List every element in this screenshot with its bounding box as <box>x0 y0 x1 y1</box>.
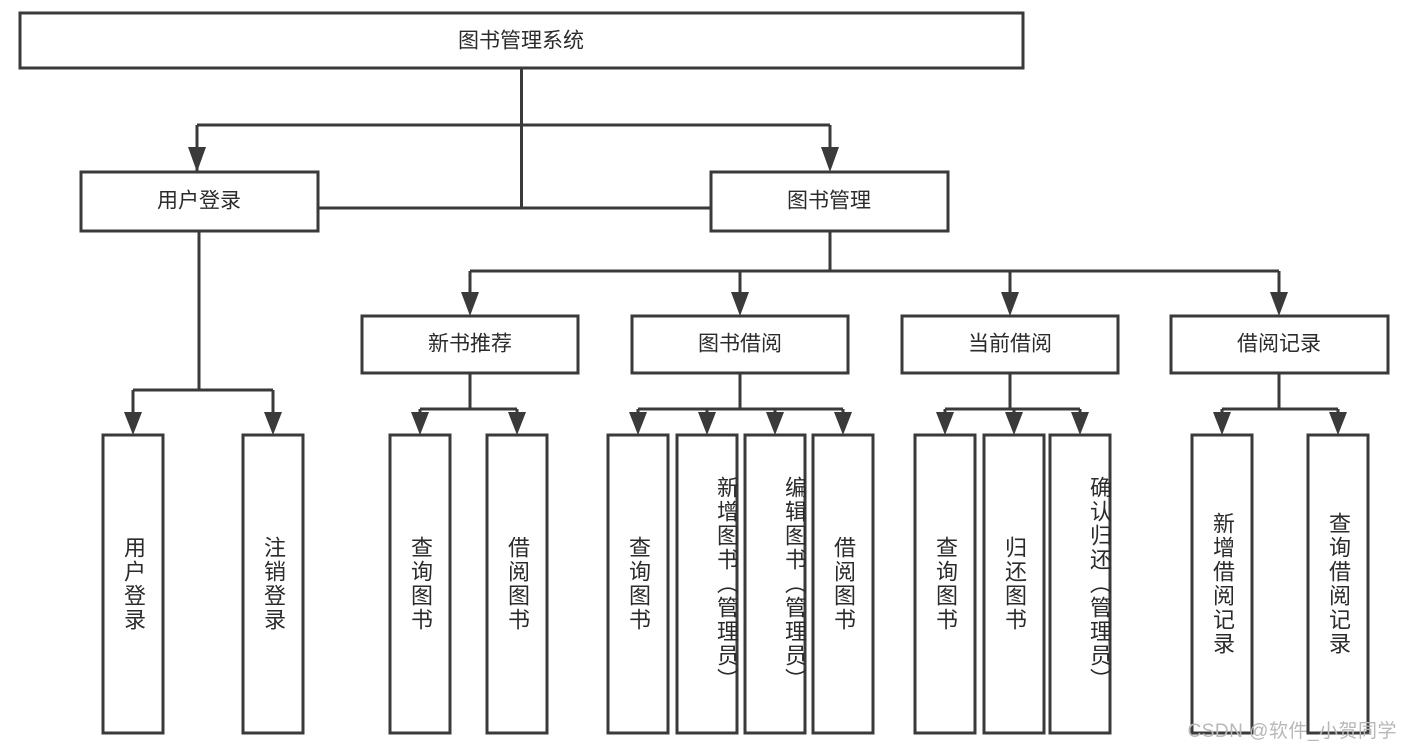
arrow-to-new-book-recommend <box>461 292 479 316</box>
arrow-to-leaf-borrow-book-1 <box>508 412 526 435</box>
arrow-to-borrow-record <box>1270 292 1288 316</box>
arrow-to-user-login <box>188 147 206 172</box>
arrow-to-leaf-user-logout <box>264 412 282 435</box>
label-book-borrow: 图书借阅 <box>698 333 782 356</box>
node-box-root[interactable] <box>18 11 1025 70</box>
node-box-leaf-edit-book[interactable] <box>743 433 807 735</box>
label-user-login: 用户登录 <box>157 190 241 213</box>
node-box-leaf-user-logout[interactable] <box>241 433 305 735</box>
node-box-new-book-recommend[interactable] <box>360 314 580 375</box>
connectors-new-book-recommend-leaves <box>411 373 526 435</box>
arrow-to-leaf-borrow-book-2 <box>834 412 852 435</box>
node-box-leaf-add-record[interactable] <box>1190 433 1254 735</box>
arrow-to-leaf-user-login <box>124 412 142 435</box>
node-box-leaf-query-record[interactable] <box>1306 433 1370 735</box>
arrow-to-leaf-add-record <box>1213 412 1231 435</box>
label-current-borrow: 当前借阅 <box>968 333 1052 356</box>
connectors-book-manage <box>461 231 1288 316</box>
node-box-leaf-borrow-book-1[interactable] <box>485 433 549 735</box>
arrow-to-leaf-add-book <box>698 412 716 435</box>
arrow-to-leaf-query-record <box>1329 412 1347 435</box>
connector-book-borrow-branch <box>636 373 845 415</box>
arrow-to-leaf-edit-book <box>766 412 784 435</box>
connector-user-login-branch <box>131 231 275 412</box>
csdn-watermark: CSDN @软件_小贺同学 <box>1187 721 1397 742</box>
arrow-to-book-borrow <box>731 292 749 316</box>
connector-new-book-branch <box>418 373 519 415</box>
arrow-to-leaf-query-book-3 <box>936 412 954 435</box>
label-new-book-recommend: 新书推荐 <box>428 333 512 356</box>
node-box-leaf-add-book[interactable] <box>675 433 739 735</box>
node-box-leaf-borrow-book-2[interactable] <box>811 433 875 735</box>
connector-book-manage-branch <box>468 231 1281 292</box>
arrow-to-leaf-query-book-1 <box>411 412 429 435</box>
arrow-to-leaf-return-book <box>1005 412 1023 435</box>
arrow-to-book-manage <box>821 147 839 172</box>
node-box-leaf-confirm-return[interactable] <box>1048 433 1112 735</box>
arrow-to-leaf-query-book-2 <box>629 412 647 435</box>
label-root: 图书管理系统 <box>458 30 584 53</box>
node-box-leaf-return-book[interactable] <box>982 433 1046 735</box>
arrow-to-current-borrow <box>1001 292 1019 316</box>
connector-root-branch <box>195 68 832 147</box>
connectors-root <box>188 68 839 172</box>
connectors-user-login-leaves <box>124 231 282 435</box>
node-box-leaf-query-book-2[interactable] <box>606 433 670 735</box>
label-book-manage: 图书管理 <box>787 190 871 213</box>
connectors-borrow-record-leaves <box>1213 373 1347 435</box>
connector-current-borrow-branch <box>943 373 1082 415</box>
node-box-borrow-record[interactable] <box>1169 314 1390 375</box>
label-borrow-record: 借阅记录 <box>1237 333 1321 356</box>
node-box-leaf-user-login[interactable] <box>101 433 165 735</box>
node-box-leaf-query-book-1[interactable] <box>388 433 452 735</box>
node-box-leaf-query-book-3[interactable] <box>913 433 977 735</box>
connectors-book-borrow-leaves <box>629 373 852 435</box>
node-box-user-login[interactable] <box>79 170 320 233</box>
connectors-current-borrow-leaves <box>936 373 1089 435</box>
connector-borrow-record-branch <box>1220 373 1340 415</box>
arrow-to-leaf-confirm-return <box>1071 412 1089 435</box>
